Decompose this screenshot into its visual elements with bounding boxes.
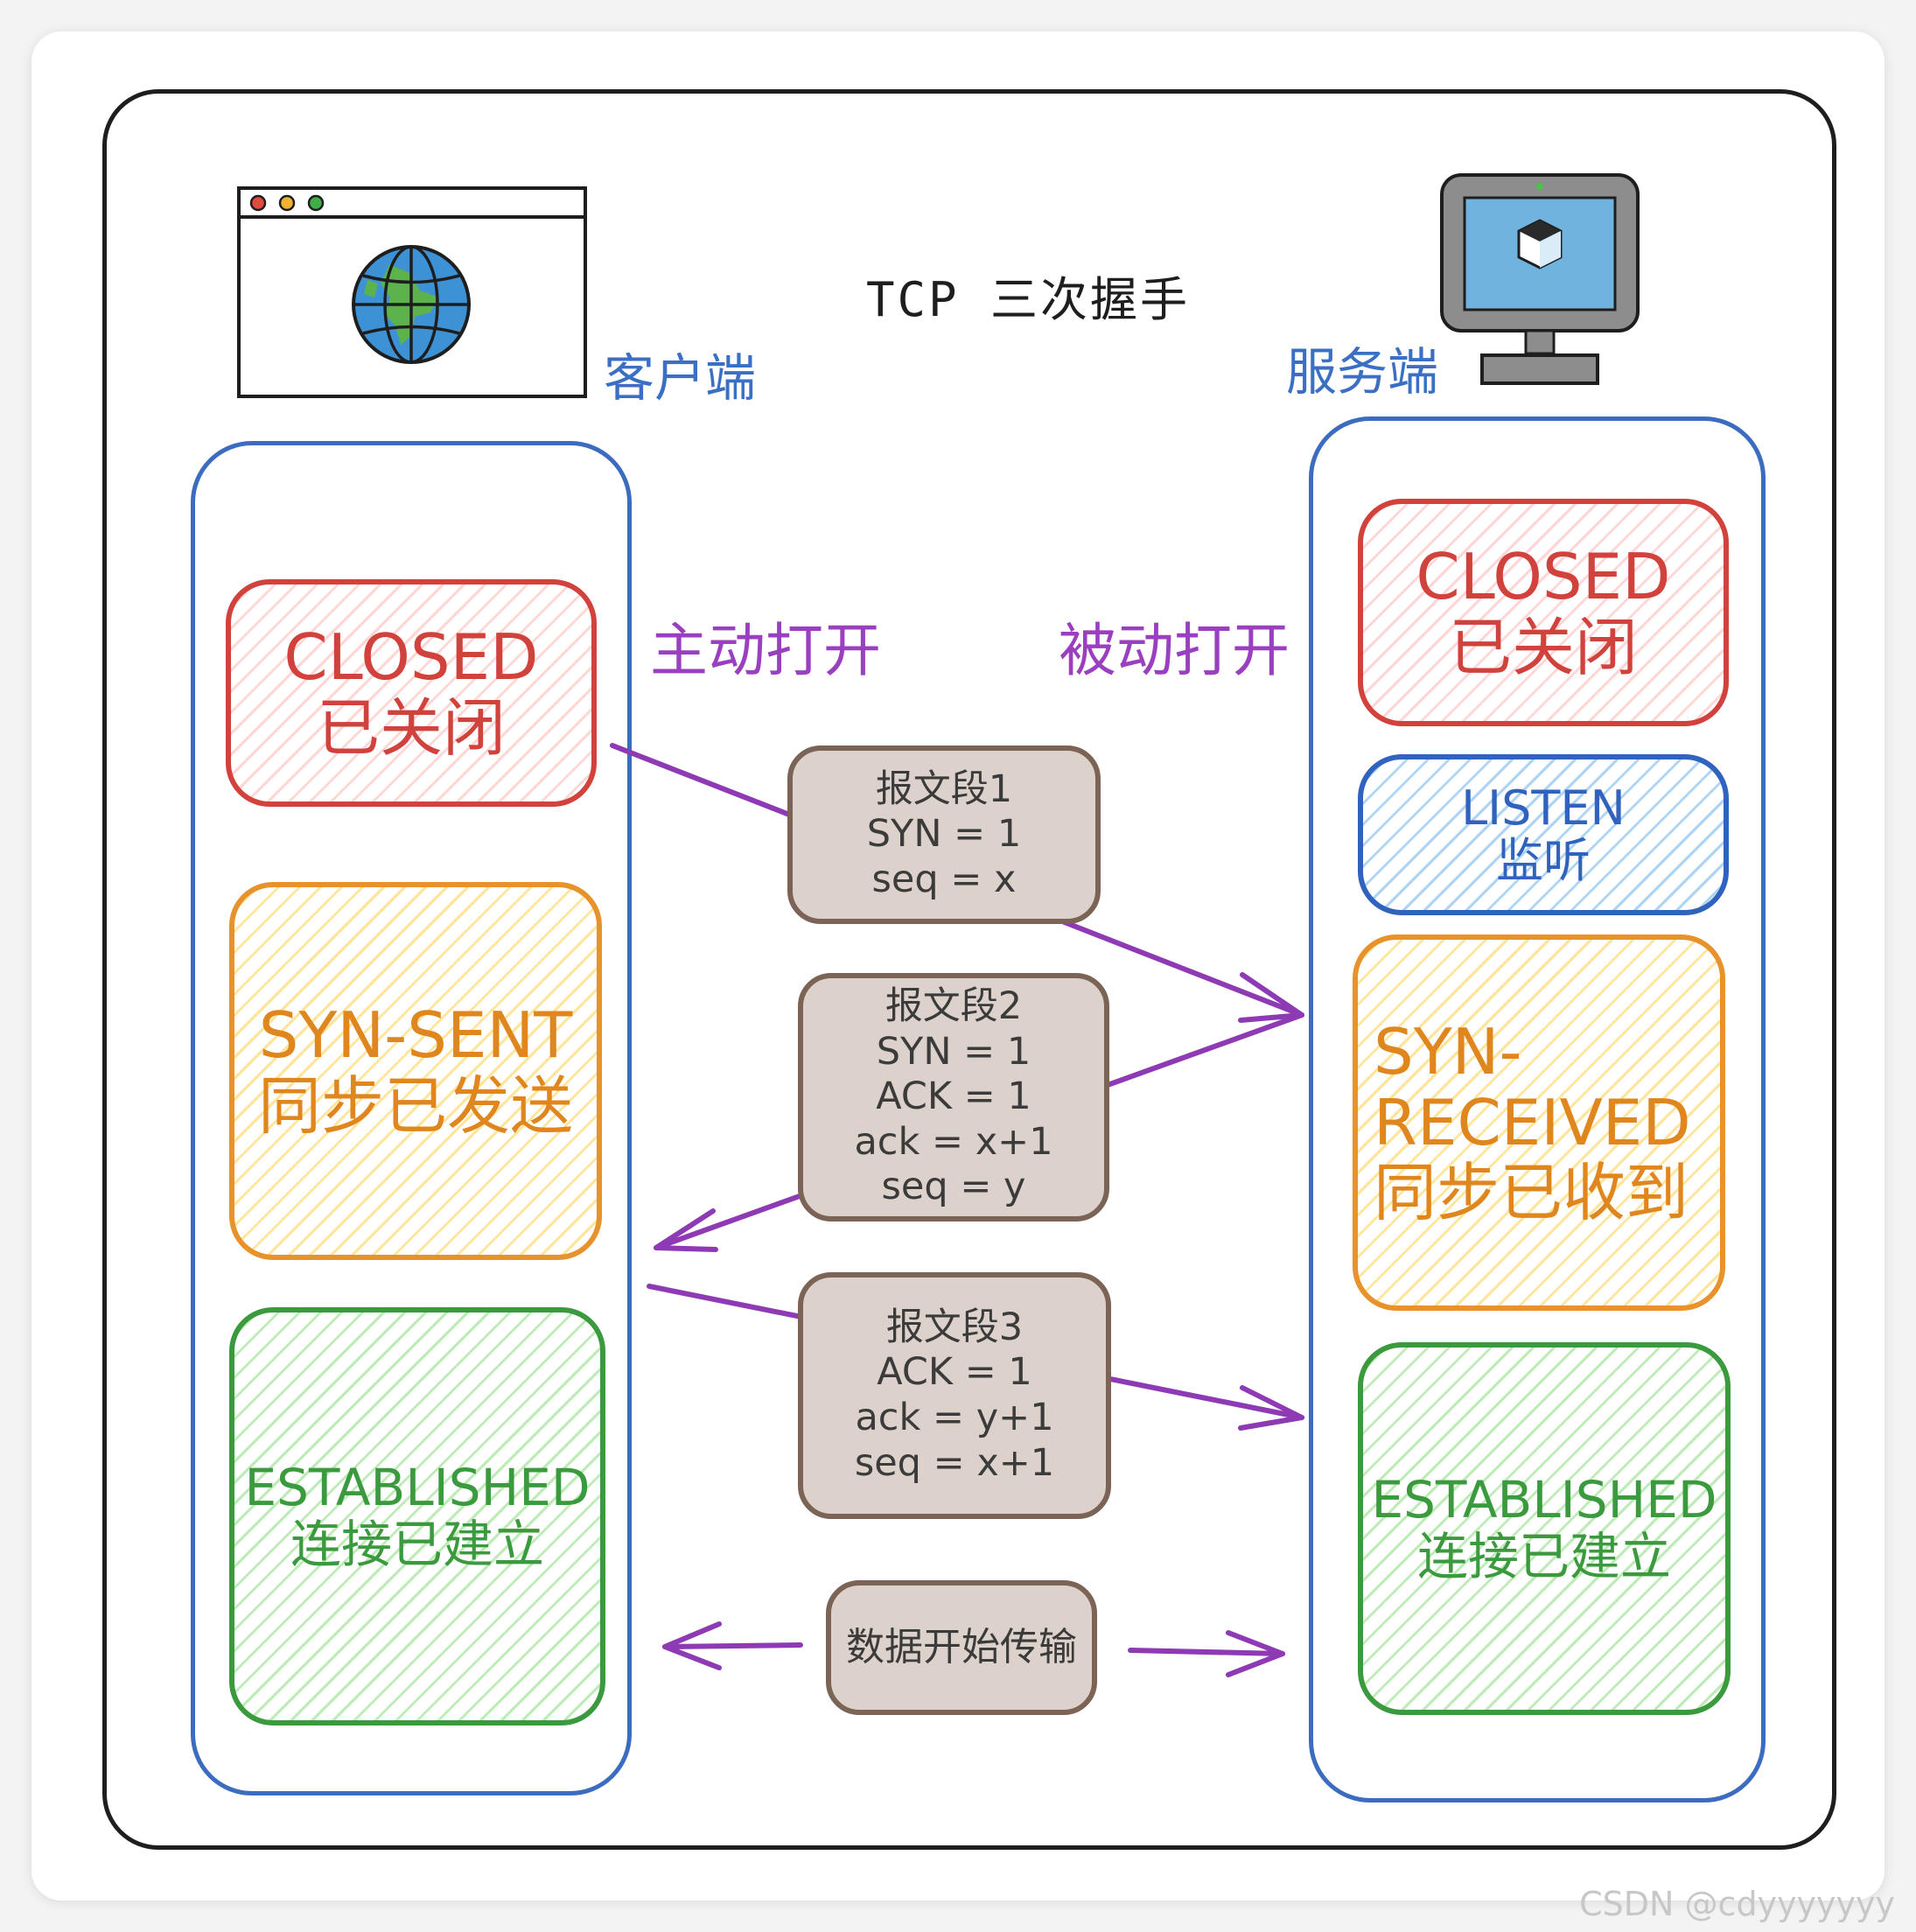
state-en-line1: SYN- xyxy=(1374,1015,1522,1089)
segment-line: ACK = 1 xyxy=(876,1074,1031,1119)
segment-line: seq = y xyxy=(881,1165,1026,1209)
state-en: ESTABLISHED xyxy=(1371,1470,1717,1530)
watermark: CSDN @cdyyyyyyy xyxy=(1579,1885,1895,1923)
computer-monitor-icon xyxy=(1440,173,1640,385)
data-left-arrow-line xyxy=(662,1642,803,1649)
data-left-arrowhead xyxy=(662,1621,722,1670)
segment1-arrowhead xyxy=(1238,972,1304,1023)
client-state-established: ESTABLISHED 连接已建立 xyxy=(229,1307,605,1726)
segment2-box: 报文段2 SYN = 1 ACK = 1 ack = x+1 seq = y xyxy=(798,973,1109,1222)
client-state-closed: CLOSED 已关闭 xyxy=(226,579,597,807)
data-right-arrow-line xyxy=(1128,1648,1285,1656)
segment-line: SYN = 1 xyxy=(876,1029,1031,1074)
client-state-syn-sent: SYN-SENT 同步已发送 xyxy=(229,882,602,1260)
state-en-line2: RECEIVED xyxy=(1374,1085,1691,1159)
segment2-arrowhead xyxy=(654,1208,718,1252)
segment3-arrowhead xyxy=(1238,1385,1304,1431)
passive-open-label: 被动打开 xyxy=(1059,617,1290,684)
data-transfer-box: 数据开始传输 xyxy=(826,1580,1097,1715)
state-en: ESTABLISHED xyxy=(244,1458,591,1518)
segment3-box: 报文段3 ACK = 1 ack = y+1 seq = x+1 xyxy=(798,1272,1111,1519)
state-en: LISTEN xyxy=(1461,780,1626,836)
segment-line: 报文段1 xyxy=(875,766,1013,811)
state-zh: 已关闭 xyxy=(1448,611,1638,684)
segment-line: seq = x xyxy=(871,857,1017,901)
browser-globe-icon xyxy=(237,186,587,398)
segment-line: ack = y+1 xyxy=(855,1396,1054,1439)
server-state-syn-received: SYN- RECEIVED 同步已收到 xyxy=(1353,934,1725,1311)
server-state-closed: CLOSED 已关闭 xyxy=(1358,499,1729,726)
state-zh: 同步已收到 xyxy=(1374,1156,1689,1230)
segment-line: 报文段2 xyxy=(885,984,1023,1029)
server-state-established: ESTABLISHED 连接已建立 xyxy=(1358,1342,1731,1715)
state-zh: 同步已发送 xyxy=(257,1069,573,1143)
client-label: 客户端 xyxy=(604,348,757,408)
active-open-label: 主动打开 xyxy=(650,617,881,684)
data-right-arrowhead xyxy=(1226,1630,1285,1677)
data-transfer-label: 数据开始传输 xyxy=(846,1624,1077,1670)
server-label: 服务端 xyxy=(1286,342,1439,402)
state-zh: 已关闭 xyxy=(316,691,506,765)
segment-line: seq = x+1 xyxy=(854,1440,1055,1485)
server-state-listen: LISTEN 监听 xyxy=(1358,754,1729,915)
diagram-title: TCP 三次握手 xyxy=(866,272,1191,327)
state-zh: 连接已建立 xyxy=(290,1515,544,1574)
client-column xyxy=(191,441,632,1796)
state-en: CLOSED xyxy=(1416,540,1671,614)
diagram-frame xyxy=(102,89,1836,1850)
state-zh: 连接已建立 xyxy=(1416,1527,1671,1586)
segment-line: ACK = 1 xyxy=(877,1350,1032,1395)
state-zh: 监听 xyxy=(1496,833,1591,888)
state-en: SYN-SENT xyxy=(258,998,573,1073)
segment1-box: 报文段1 SYN = 1 seq = x xyxy=(787,746,1101,924)
segment-line: ack = x+1 xyxy=(854,1119,1053,1164)
state-en: CLOSED xyxy=(283,620,539,695)
segment-line: 报文段3 xyxy=(885,1305,1024,1349)
segment-line: SYN = 1 xyxy=(866,812,1022,857)
server-column xyxy=(1309,416,1766,1802)
